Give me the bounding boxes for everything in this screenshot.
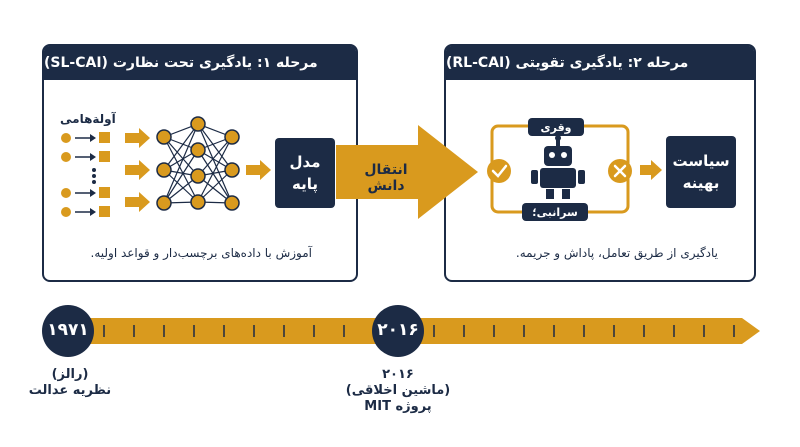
ellipsis-dots: [92, 168, 96, 184]
optimal-policy-box: سیاست بهینه: [666, 136, 736, 208]
timeline-year-1971: ۱۹۷۱: [47, 320, 89, 340]
caption-1971-line2: نظریه عدالت: [28, 383, 112, 398]
input-dot-icon: [61, 133, 71, 217]
timeline-node-2016: [372, 305, 424, 357]
optimal-policy-label-2: بهینه: [682, 174, 720, 192]
to-model-arrow: [246, 160, 271, 180]
timeline-year-2016: ۲۰۱۶: [377, 320, 419, 340]
stage2-panel: مرحله ۲: یادگیری تقویتی (RL-CAI) یادگیری…: [444, 44, 756, 282]
transfer-label: انتقال دانش: [364, 162, 408, 194]
base-model-label-1: مدل: [289, 153, 321, 171]
stage1-header: مرحله ۱: یادگیری تحت نظارت (SL-CAI): [44, 46, 356, 80]
stage1-caption: آموزش با داده‌های برچسب‌دار و قواعد اولی…: [90, 246, 313, 260]
feedback-loop: [487, 124, 632, 214]
optimal-policy-label-1: سیاست: [672, 152, 730, 170]
input-list: [61, 132, 110, 217]
robot-icon: [531, 135, 585, 199]
caption-1971-line1: (رالز): [51, 367, 89, 382]
knowledge-transfer-arrow: [336, 125, 478, 219]
caption-2016-line3: پروژه MIT: [364, 399, 432, 414]
timeline-ticks: [103, 325, 735, 337]
to-policy-arrow: [640, 160, 662, 180]
reward-label: وقری: [540, 120, 572, 134]
timeline: [42, 305, 760, 357]
input-arrows: [125, 128, 150, 212]
timeline-caption-2016: ۲۰۱۶ (ماشین اخلاقی) پروژه MIT: [344, 367, 452, 415]
base-model-label-2: پایه: [292, 175, 318, 193]
timeline-node-1971: [42, 305, 94, 357]
reward-tag: وقری: [528, 118, 584, 136]
x-icon: [608, 159, 632, 183]
caption-2016-line1: ۲۰۱۶: [382, 367, 414, 382]
inputs-label: آولةهامی: [60, 112, 116, 126]
neural-network-icon: [156, 116, 240, 211]
input-square-icon: [99, 132, 110, 217]
stage2-caption: یادگیری از طریق تعامل، پاداش و جریمه.: [515, 246, 718, 260]
stage1-title: مرحله ۱: یادگیری تحت نظارت (SL-CAI): [44, 55, 318, 71]
penalty-label: سرانبی؛: [532, 205, 578, 219]
check-icon: [487, 159, 511, 183]
stage2-header: مرحله ۲: یادگیری تقویتی (RL-CAI): [446, 46, 754, 80]
caption-2016-line2: (ماشین اخلاقی): [345, 383, 451, 398]
timeline-caption-1971: (رالز) نظریه عدالت: [26, 367, 114, 399]
penalty-tag: سرانبی؛: [522, 203, 588, 221]
base-model-box: مدل پایه: [275, 138, 335, 208]
stage2-title: مرحله ۲: یادگیری تقویتی (RL-CAI): [446, 55, 689, 71]
